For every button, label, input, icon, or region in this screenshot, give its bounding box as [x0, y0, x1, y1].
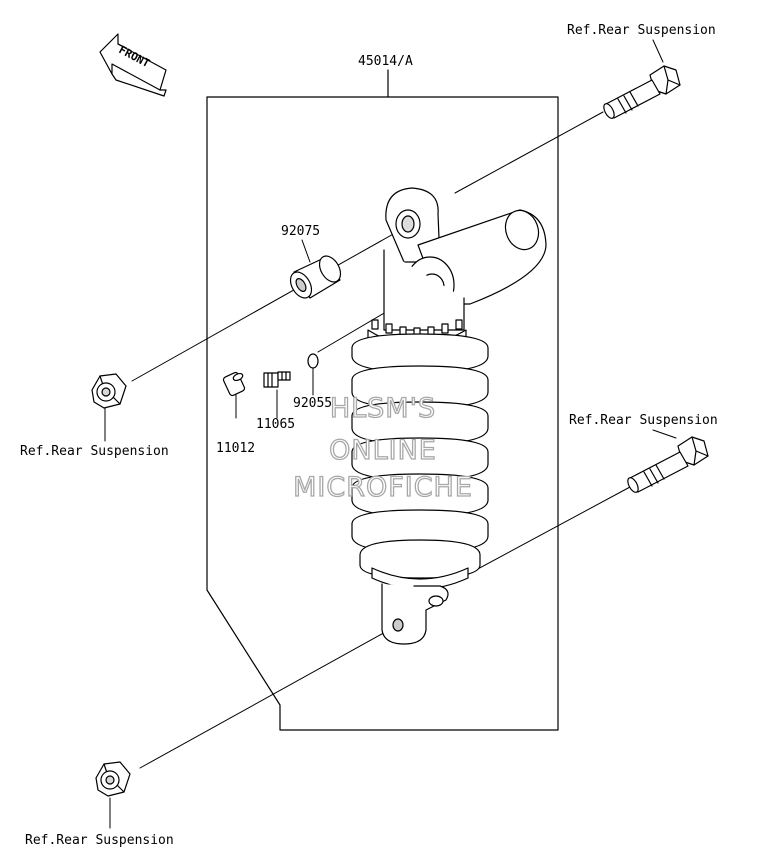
cap-part-number: 11012 — [216, 441, 255, 456]
upper-mounting-bolt — [603, 65, 681, 119]
assembly-number-label: 45014/A — [358, 54, 413, 69]
oring-part-number: 92055 — [293, 396, 332, 411]
assembly-bracket — [206, 69, 559, 731]
ref-top-right-label: Ref.Rear Suspension — [567, 23, 716, 38]
valve-part — [263, 371, 291, 388]
shock-absorber — [351, 187, 547, 645]
upper-nut — [91, 373, 127, 409]
oring-part — [307, 353, 319, 369]
watermark-line-3: MICROFICHE — [293, 472, 473, 503]
watermark: HLSM'S ONLINE MICROFICHE — [292, 392, 473, 503]
ref-mid-right-label: Ref.Rear Suspension — [569, 413, 718, 428]
front-arrow-icon — [99, 33, 167, 97]
valve-part-number: 11065 — [256, 417, 295, 432]
collar-part — [289, 255, 342, 299]
watermark-line-2: ONLINE — [329, 435, 437, 466]
ref-left-nut-label: Ref.Rear Suspension — [20, 444, 169, 459]
lower-mounting-bolt — [627, 436, 709, 493]
cap-part — [222, 371, 246, 397]
leader-lines — [104, 39, 677, 829]
watermark-line-1: HLSM'S — [330, 393, 436, 424]
lower-nut — [95, 761, 131, 797]
collar-part-number: 92075 — [281, 224, 320, 239]
ref-bottom-left-label: Ref.Rear Suspension — [25, 833, 174, 848]
